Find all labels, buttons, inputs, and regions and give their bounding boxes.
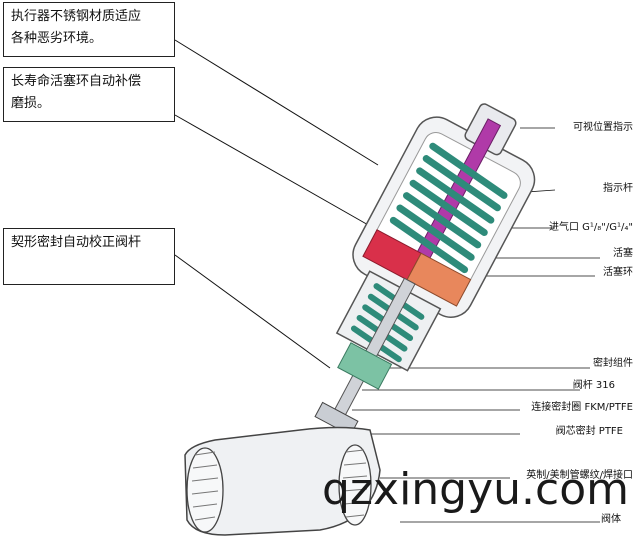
outlet-threads [342,449,368,518]
valve-body [184,426,381,536]
seal-packing [337,342,393,390]
leader-line-1 [174,39,379,166]
label-seal-assembly: 密封组件 [593,358,633,369]
label-piston: 活塞 [613,248,633,259]
label-visual-indicator: 可视位置指示 [573,122,633,133]
inlet-threads [191,451,219,521]
label-thread-weld: 英制/美制管螺纹/焊接口 [526,470,633,481]
callout-leaders [174,39,379,369]
piston-ring [406,252,472,307]
label-stem: 阀杆 316 [572,380,615,391]
callout-piston-ring: 长寿命活塞环自动补偿 磨损。 [3,67,175,122]
actuator-spring [389,142,508,274]
inlet-port [186,447,224,533]
watermark-text: qzxingyu.com [322,464,629,515]
leader-line-2 [174,114,371,227]
label-piston-ring: 活塞环 [603,267,633,278]
label-air-inlet: 进气口 G¹/₈"/G¹/₄" [548,222,633,233]
leader-line-3 [174,254,331,369]
label-disc-seal: 阀芯密封 PTFE [555,426,623,437]
callout-stainless-actuator: 执行器不锈钢材质适应 各种恶劣环境。 [3,2,175,57]
callout-wedge-seal: 契形密封自动校正阀杆 [3,228,175,285]
label-indicator-rod: 指示杆 [603,183,633,194]
label-connection-seal: 连接密封圈 FKM/PTFE [531,402,633,413]
valve-drawing [314,103,536,437]
label-body: 阀体 [601,514,621,525]
body-outline [184,426,381,536]
